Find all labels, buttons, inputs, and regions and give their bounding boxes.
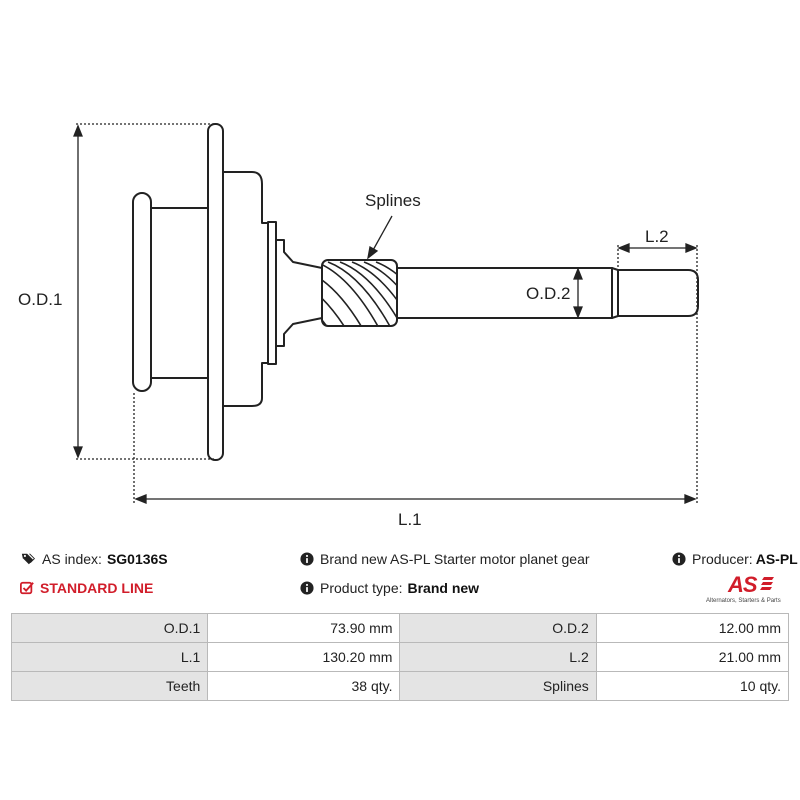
info-icon (672, 552, 686, 566)
od2-label: O.D.2 (526, 284, 570, 303)
info-icon (300, 581, 314, 595)
carrier-plate (267, 221, 277, 365)
producer-value: AS-PL (755, 551, 798, 567)
as-index-label: AS index: (42, 551, 102, 567)
hub-body (150, 207, 210, 379)
product-line: STANDARD LINE (20, 579, 153, 597)
spec-value: 12.00 mm (595, 613, 790, 643)
spec-value: 21.00 mm (595, 642, 790, 672)
spec-key: O.D.1 (10, 613, 209, 643)
standard-line-label: STANDARD LINE (40, 580, 154, 596)
l1-label: L.1 (398, 510, 422, 529)
spec-value: 130.20 mm (207, 642, 401, 672)
as-index: AS index: SG0136S (20, 550, 168, 568)
product-description: Brand new AS-PL Starter motor planet gea… (300, 550, 590, 568)
product-type-label: Product type: (320, 580, 403, 596)
spec-value: 10 qty. (595, 671, 790, 701)
rear-flange (132, 192, 152, 392)
od1-label: O.D.1 (18, 290, 62, 309)
product-type: Product type: Brand new (300, 579, 479, 597)
spec-key: O.D.2 (399, 613, 597, 643)
spec-key: L.1 (10, 642, 209, 672)
logo-stripes-icon (760, 577, 774, 590)
specs-table: O.D.1 73.90 mm O.D.2 12.00 mm L.1 130.20… (10, 613, 790, 701)
checkbox-checked-icon (20, 581, 34, 595)
main-disc (207, 123, 224, 461)
spline-section (321, 259, 398, 327)
as-index-value: SG0136S (106, 551, 168, 567)
shaft-neck (275, 239, 323, 347)
logo-tagline: Alternators, Starters & Parts (706, 598, 781, 604)
spec-key: Splines (399, 671, 597, 701)
spline-teeth (322, 261, 397, 326)
spec-key: Teeth (10, 671, 209, 701)
spec-key: L.2 (399, 642, 597, 672)
shaft-tip (617, 269, 699, 317)
l2-label: L.2 (645, 227, 669, 246)
tags-icon (21, 553, 35, 565)
producer: Producer: AS-PL (672, 550, 798, 568)
info-icon (300, 552, 314, 566)
product-type-value: Brand new (407, 580, 480, 596)
splines-label: Splines (365, 191, 421, 210)
spec-value: 73.90 mm (207, 613, 401, 643)
logo-mark: AS (728, 572, 758, 597)
table-row: L.1 130.20 mm L.2 21.00 mm (10, 642, 790, 672)
table-row: Teeth 38 qty. Splines 10 qty. (10, 671, 790, 701)
table-row: O.D.1 73.90 mm O.D.2 12.00 mm (10, 613, 790, 643)
technical-drawing: O.D.1 L.1 L.2 O.D.2 Splines (18, 123, 699, 529)
carrier-body (222, 171, 269, 407)
producer-label: Producer: (692, 551, 753, 567)
as-pl-logo: AS Alternators, Starters & Parts (706, 572, 792, 608)
spec-value: 38 qty. (207, 671, 401, 701)
description-text: Brand new AS-PL Starter motor planet gea… (320, 551, 590, 567)
